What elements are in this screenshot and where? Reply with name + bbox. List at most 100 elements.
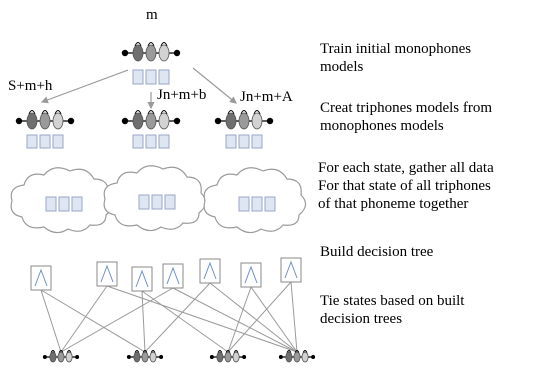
entry-node [278,355,283,359]
self-loop [227,110,235,115]
tree-to-model-link [141,290,229,353]
exit-node [311,355,316,359]
exit-node [242,355,247,359]
self-loop [294,350,300,353]
tree-to-model-link [141,290,146,353]
self-loop [217,350,223,353]
self-loop [28,110,36,115]
hmm-state [224,351,232,363]
decision-trees [30,257,302,292]
self-loop [142,350,148,353]
self-loop [147,42,155,47]
hmm-models [15,42,274,149]
exit-node [266,117,274,125]
state-box [264,196,276,212]
hmm-state [158,44,170,62]
self-loop [225,350,231,353]
tree-to-model-link [60,287,174,353]
hmm-state [26,112,38,130]
decision-tree-3 [131,266,153,292]
self-loop [286,350,292,353]
self-loop [41,110,49,115]
hmm-state [39,112,51,130]
state-box [151,194,163,210]
state-box [58,196,70,212]
tree-branches [284,260,298,279]
entry-node [209,355,214,359]
state-box [251,196,263,212]
hmm-state [232,351,240,363]
self-loop [160,42,168,47]
hmm-state [132,44,144,62]
tree-to-model-link [227,286,252,353]
monophone-label: m [146,7,158,23]
tree-to-model-link [144,282,211,353]
hmm-state [293,351,301,363]
hmm-state [225,112,237,130]
decision-tree-5 [199,258,221,284]
tree-branches [100,264,114,283]
hmm-state [52,112,64,130]
decision-tree-2 [96,261,118,287]
exit-node [159,355,164,359]
entry-node [126,355,131,359]
state-box [164,194,176,210]
self-loop [160,110,168,115]
exit-node [173,117,181,125]
hmm-state [65,351,73,363]
hmm-state [57,351,65,363]
state-box [26,134,38,149]
tree-to-model-link [60,285,108,353]
tied-hmm-3 [209,350,247,363]
tree-to-model-link [172,287,298,353]
self-loop [302,350,308,353]
tied-hmm-4 [278,350,316,363]
hmm-state [141,351,149,363]
self-loop [240,110,248,115]
state-box [138,194,150,210]
decision-tree-7 [280,257,302,283]
triphone-label-2: Jn+m+b [157,87,206,103]
self-loop [253,110,261,115]
tree-branches [34,268,48,287]
self-loop [58,350,64,353]
hmm-state [49,351,57,363]
state-box [145,69,157,85]
self-loop [50,350,56,353]
entry-node [15,117,23,125]
state-box [225,134,237,149]
hmm-state [216,351,224,363]
triphone-hmm-1 [15,110,75,130]
exit-node [75,355,80,359]
self-loop [54,110,62,115]
exit-node [67,117,75,125]
self-loop [233,350,239,353]
state-box [132,134,144,149]
hmm-state [285,351,293,363]
triphone-label-3: Jn+m+A [240,89,293,105]
triphone-hmm-3 [214,110,274,130]
self-loop [134,110,142,115]
hmm-state [145,44,157,62]
triphone-label-1: S+m+h [8,78,53,94]
state-box [71,196,83,212]
state-cloud-2 [103,165,207,232]
model-arrows [40,67,237,110]
state-box [158,69,170,85]
state-box [238,196,250,212]
cloud-state-boxes [138,194,176,210]
tree-branches [203,261,217,280]
entry-node [42,355,47,359]
state-box [238,134,250,149]
state-cloud-1 [10,167,114,234]
entry-node [121,49,129,57]
state-box [251,134,263,149]
state-box [39,134,51,149]
arrow-to-triphone-1 [40,69,129,104]
state-box [52,134,64,149]
step-build-decision-tree: Build decision tree [320,244,434,260]
self-loop [134,350,140,353]
state-box [132,69,144,85]
